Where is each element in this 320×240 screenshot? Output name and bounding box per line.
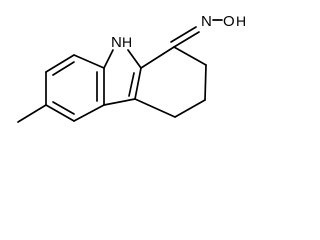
nh-hydrogen-label: H (122, 34, 132, 50)
cyclohexane-ring (134, 46, 207, 118)
oxime-hydrogen-label: H (236, 13, 246, 29)
double-bond-c6-c5 (52, 101, 75, 115)
bond-c3-c4 (174, 99, 206, 118)
bond-c4-c4a (134, 98, 176, 118)
bond-c5-c4b (73, 104, 105, 122)
double-bond-c1-n (173, 31, 200, 48)
bond-c8a-n9 (103, 49, 114, 69)
methyl-bond (17, 104, 47, 123)
pyrrole-ring (103, 49, 142, 106)
bond-c9a-c4a (134, 67, 142, 100)
double-bond-c9a-c4a (128, 72, 135, 97)
oxime-oxygen-label: O (223, 13, 235, 30)
nh-nitrogen-label: N (111, 34, 122, 51)
bond-c4a-c4b (103, 98, 136, 106)
oxime-nitrogen-label: N (201, 13, 212, 30)
bond-c8-c7 (45, 54, 75, 73)
oxime-group (170, 19, 223, 48)
bond-c6-c5 (45, 104, 75, 122)
bond-c9a-c1 (140, 46, 175, 69)
bond-c1-c2 (173, 46, 207, 66)
chemical-structure-diagram: N H N O H (17, 13, 246, 123)
bond-c8a-c8 (73, 54, 105, 69)
benzene-ring (45, 54, 105, 122)
double-bond-c8-c7 (52, 61, 75, 76)
bond-n9-c9a (127, 49, 142, 69)
double-bond-c1-n-second (170, 26, 197, 43)
bond-c2-c3 (204, 64, 207, 101)
